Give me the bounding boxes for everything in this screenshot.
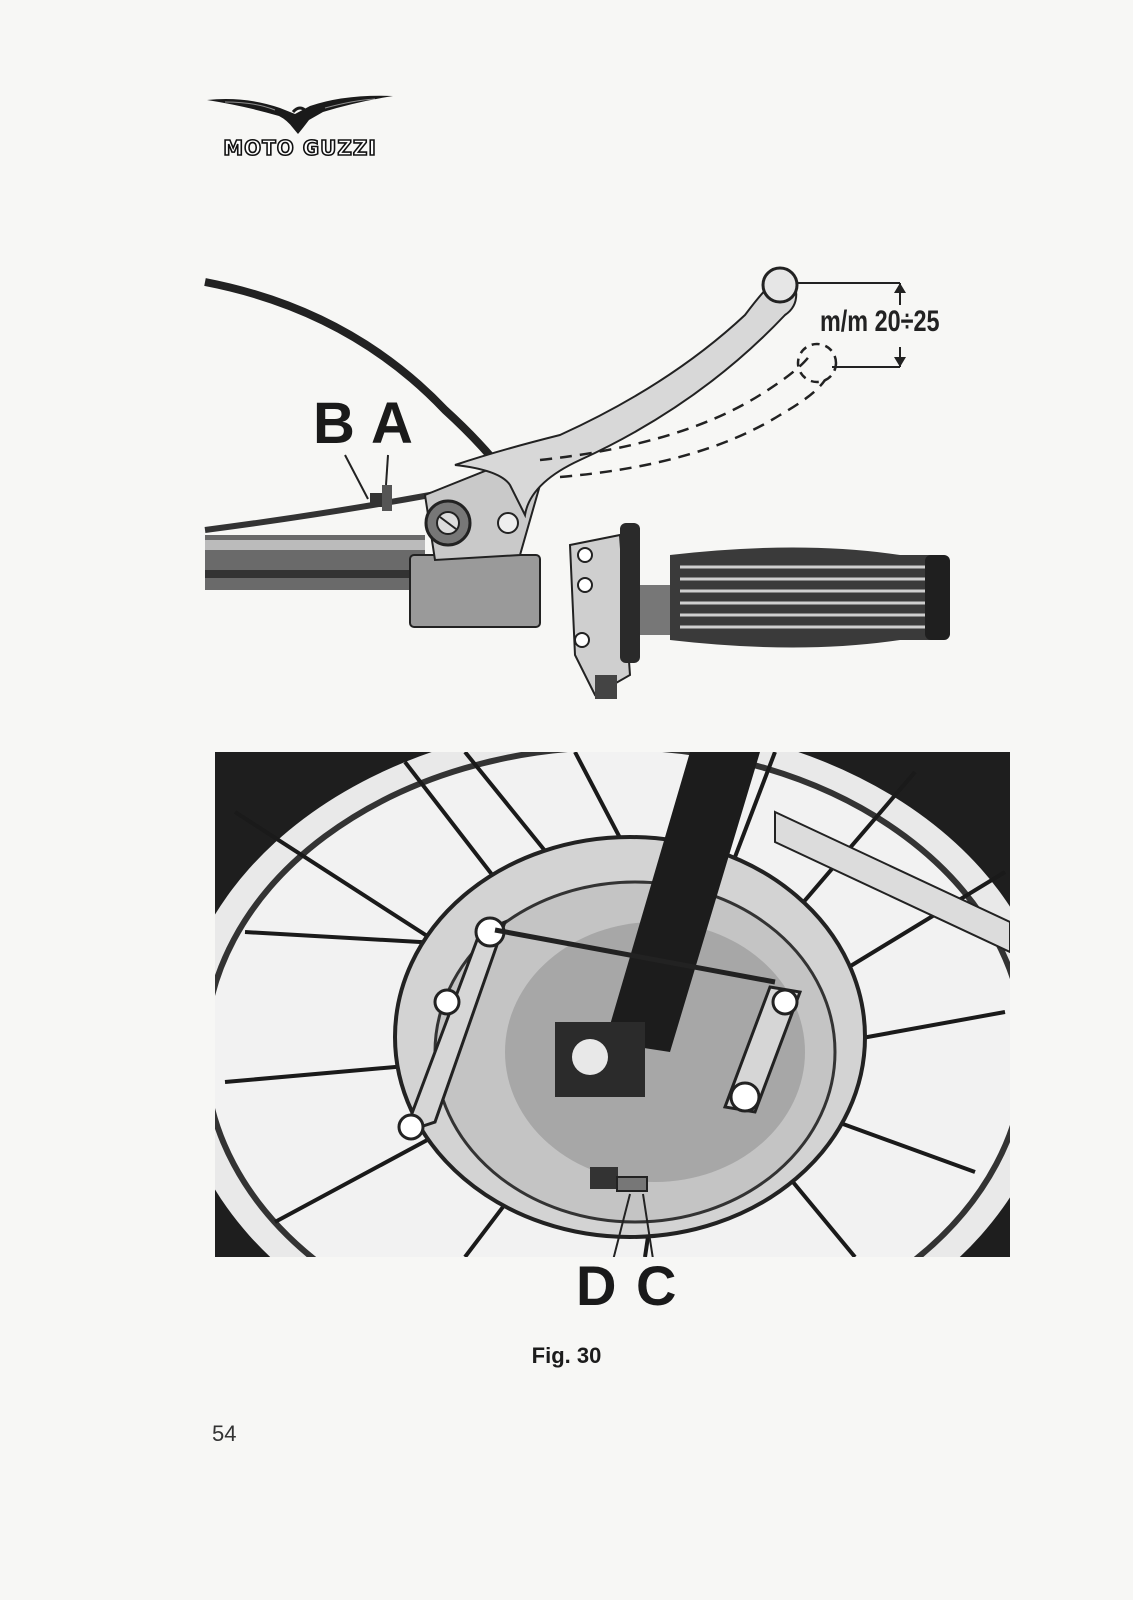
lever-travel-measurement: m/m 20÷25 [820,305,940,338]
drum-brake-figure [175,722,1055,1382]
label-b: B [313,391,355,456]
brand-name: MOTO GUZZI [222,135,377,161]
label-a: A [371,391,413,456]
page-number: 54 [212,1421,237,1446]
front-drum-brake-photo [175,722,1055,1382]
brand-logo: MOTO GUZZI [205,92,395,167]
label-d: D [576,1254,617,1317]
label-c: C [636,1254,677,1317]
front-brake-lever-photo [204,266,950,699]
eagle-logo-icon [207,95,393,134]
figure-caption: Fig. 30 [531,1343,602,1368]
brake-lever-figure [200,255,960,720]
